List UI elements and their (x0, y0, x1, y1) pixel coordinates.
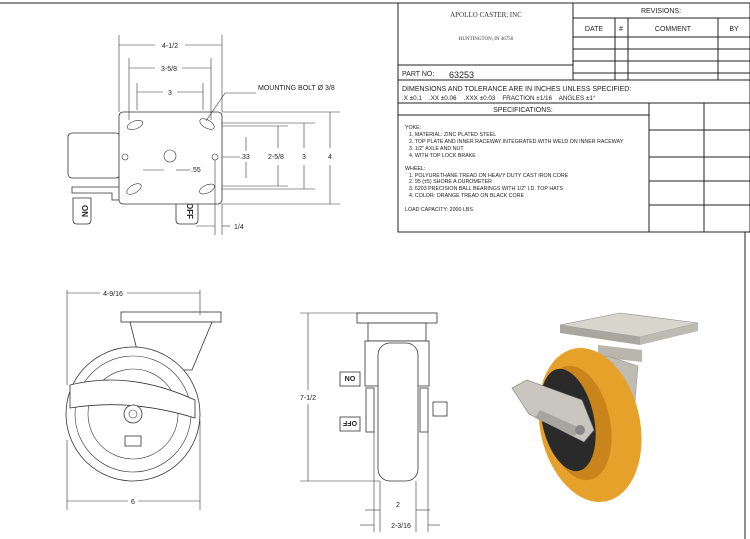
revisions-title: REVISIONS: (641, 8, 681, 15)
part-no-value: 63253 (449, 70, 474, 80)
yoke-item-4: 4. WITH TOP LOCK BRAKE (409, 153, 476, 159)
bolt-slot (127, 120, 143, 130)
bolt-slot (199, 118, 215, 130)
wheel-label: WHEEL: (405, 166, 425, 172)
side-brake-pedal (124, 435, 142, 447)
yoke-item-2: 2. TOP PLATE AND INNER RACEWAY INTEGRATE… (409, 139, 624, 145)
wheel-item-1: 1. POLYURETHANE TREAD ON HEAVY DUTY CAST… (409, 173, 569, 179)
side-view: 4-9/16 6 (65, 290, 222, 510)
bolt-slot (126, 183, 142, 195)
company-address: HUNTINGTON, IN 46750 (459, 37, 514, 42)
dim-center-hole: .55 (191, 167, 201, 174)
front-brake-on-label: ON (345, 374, 356, 381)
dim-slot-span-outer: 3 (302, 154, 306, 161)
yoke-label: YOKE: (405, 125, 421, 131)
wheel-outline-top (67, 132, 121, 179)
dim-overall-width: 4-1/2 (162, 43, 178, 50)
front-view: ON OFF 7-1/2 2 2-3/16 (300, 312, 448, 532)
specifications-label: SPECIFICATIONS: (493, 107, 553, 114)
front-axle-nut (432, 401, 448, 417)
bolt-slot (199, 183, 215, 195)
side-brake-lever (69, 379, 196, 419)
tolerance-title: DIMENSIONS AND TOLERANCE ARE IN INCHES U… (402, 86, 631, 93)
tolerance-values: .X ±0.1 .XX ±0.06 .XXX ±0.03 FRACTION ±1… (402, 94, 596, 102)
col-comment: COMMENT (655, 26, 692, 33)
dim-slot-span-inner: 2-5/8 (268, 154, 284, 161)
dim-edge: 1/4 (234, 224, 244, 231)
brake-pedal-on (72, 197, 92, 225)
dim-front-height: 7-1/2 (300, 395, 316, 402)
load-capacity: LOAD CAPACITY: 2000 LBS. (405, 207, 474, 213)
front-wheel (377, 342, 419, 482)
front-brake-off-label: OFF (342, 419, 357, 426)
dim-bolt-span-inner: 3 (168, 90, 172, 97)
side-top-plate (120, 311, 222, 323)
mounting-bolt-callout: MOUNTING BOLT Ø 3/8 (258, 85, 335, 92)
company-name: APOLLO CASTER, INC (450, 11, 522, 19)
caster-3d-render (511, 312, 699, 503)
yoke-item-1: 1. MATERIAL: ZINC PLATED STEEL (409, 132, 496, 138)
yoke-item-3: 3. 1/2" AXLE AND NUT (409, 146, 464, 152)
wheel-item-4: 4. COLOR: ORANGE TREAD ON BLACK CORE (409, 193, 524, 199)
center-hole (163, 149, 177, 163)
dim-overall-height: 4 (328, 154, 332, 161)
front-leg-left (365, 387, 375, 433)
top-plate (118, 111, 223, 205)
title-block: APOLLO CASTER, INC HUNTINGTON, IN 46750 … (397, 2, 750, 233)
col-by: BY (729, 26, 739, 33)
brake-off-label: OFF (185, 203, 194, 219)
plate-hole (121, 153, 129, 161)
dim-side-width: 4-9/16 (103, 291, 123, 298)
dim-tread-width: 2 (396, 502, 400, 509)
top-view: ON OFF (67, 35, 340, 235)
side-axle-nut (123, 404, 143, 424)
brake-on-label: ON (80, 205, 89, 217)
dim-bolt-span-outer: 3-5/8 (161, 66, 177, 73)
front-leg-right (419, 387, 429, 433)
front-brake-off-pedal (339, 416, 361, 432)
col-number: # (619, 26, 623, 33)
revisions-table: REVISIONS: DATE # COMMENT BY (573, 8, 750, 80)
dim-hub-width: 2-3/16 (391, 523, 411, 530)
dim-wheel-diameter: 6 (131, 499, 135, 506)
brake-pedal-off (175, 197, 199, 225)
front-brake-on-pedal (339, 371, 361, 387)
part-no-label: PART NO: (402, 71, 434, 78)
dim-hole-offset: .33 (240, 154, 250, 161)
wheel-item-2: 2. 95 (±5) SHORE A DUROMETER (409, 179, 492, 185)
col-date: DATE (585, 26, 603, 33)
front-swivel (367, 322, 427, 342)
front-top-plate (356, 312, 438, 324)
wheel-item-3: 3. 6203 PRECISION BALL BEARINGS WITH 1/2… (409, 186, 564, 192)
